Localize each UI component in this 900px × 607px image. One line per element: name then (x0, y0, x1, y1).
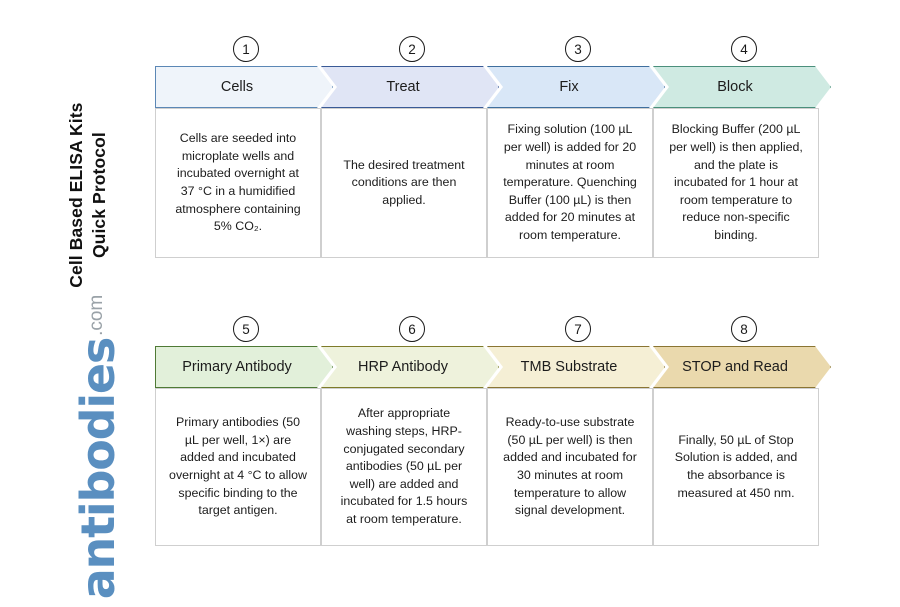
step-chevron-5[interactable]: Primary Antibody (155, 346, 333, 388)
step-label-1: Cells (220, 79, 254, 95)
step-label-7: TMB Substrate (520, 359, 618, 375)
step-body-cell-2: The desired treatment conditions are the… (321, 108, 487, 258)
step-body-text-5: Primary antibodies (50 µL per well, 1×) … (169, 415, 307, 518)
step-body-cell-6: After appropriate washing steps, HRP-con… (321, 388, 487, 546)
step-body-text-8: Finally, 50 µL of Stop Solution is added… (674, 432, 798, 500)
left-rail: Cell Based ELISA Kits Quick Protocol ant… (0, 0, 155, 599)
step-label-3: Fix (559, 79, 579, 95)
badge-strip-top: 1 2 3 4 (155, 36, 845, 66)
step-body-cell-3: Fixing solution (100 µL per well) is add… (487, 108, 653, 258)
brand-name: antibodies (71, 337, 125, 600)
flow-row-top: 1 2 3 4 Cells Treat Fix Block Cells are seeded… (155, 36, 845, 258)
text-band-bottom: Primary antibodies (50 µL per well, 1×) … (155, 388, 845, 546)
step-body-text-3: Fixing solution (100 µL per well) is add… (503, 122, 637, 243)
step-label-2: Treat (386, 79, 420, 95)
step-badge-5: 5 (233, 316, 259, 342)
step-body-text-1: Cells are seeded into microplate wells a… (175, 131, 301, 234)
step-body-cell-7: Ready-to-use substrate (50 µL per well) … (487, 388, 653, 546)
chevron-band-top: Cells Treat Fix Block (155, 66, 845, 108)
step-label-6: HRP Antibody (357, 359, 448, 375)
step-body-text-2: The desired treatment conditions are the… (343, 157, 465, 207)
step-label-8: STOP and Read (682, 359, 788, 375)
step-chevron-4[interactable]: Block (653, 66, 831, 108)
flow-row-bottom: 5 6 7 8 Primary Antibody HRP Antibody TMB Sub… (155, 316, 845, 546)
step-badge-1: 1 (233, 36, 259, 62)
brand-logo: antibodies.com (71, 287, 125, 607)
step-chevron-8[interactable]: STOP and Read (653, 346, 831, 388)
chevron-band-bottom: Primary Antibody HRP Antibody TMB Substrat… (155, 346, 845, 388)
step-body-text-6: After appropriate washing steps, HRP-con… (340, 406, 468, 527)
brand-tld: .com (86, 294, 107, 336)
step-chevron-3[interactable]: Fix (487, 66, 665, 108)
step-label-5: Primary Antibody (182, 359, 292, 375)
step-badge-2: 2 (399, 36, 425, 62)
step-body-cell-8: Finally, 50 µL of Stop Solution is added… (653, 388, 819, 546)
step-body-cell-5: Primary antibodies (50 µL per well, 1×) … (155, 388, 321, 546)
step-chevron-6[interactable]: HRP Antibody (321, 346, 499, 388)
step-badge-7: 7 (565, 316, 591, 342)
step-badge-4: 4 (731, 36, 757, 62)
step-chevron-2[interactable]: Treat (321, 66, 499, 108)
step-body-text-7: Ready-to-use substrate (50 µL per well) … (503, 415, 637, 518)
text-band-top: Cells are seeded into microplate wells a… (155, 108, 845, 258)
step-body-cell-4: Blocking Buffer (200 µL per well) is the… (653, 108, 819, 258)
step-badge-8: 8 (731, 316, 757, 342)
step-chevron-1[interactable]: Cells (155, 66, 333, 108)
step-badge-3: 3 (565, 36, 591, 62)
step-badge-6: 6 (399, 316, 425, 342)
step-body-text-4: Blocking Buffer (200 µL per well) is the… (669, 122, 803, 243)
step-body-cell-1: Cells are seeded into microplate wells a… (155, 108, 321, 258)
badge-strip-bottom: 5 6 7 8 (155, 316, 845, 346)
step-chevron-7[interactable]: TMB Substrate (487, 346, 665, 388)
step-label-4: Block (717, 79, 753, 95)
